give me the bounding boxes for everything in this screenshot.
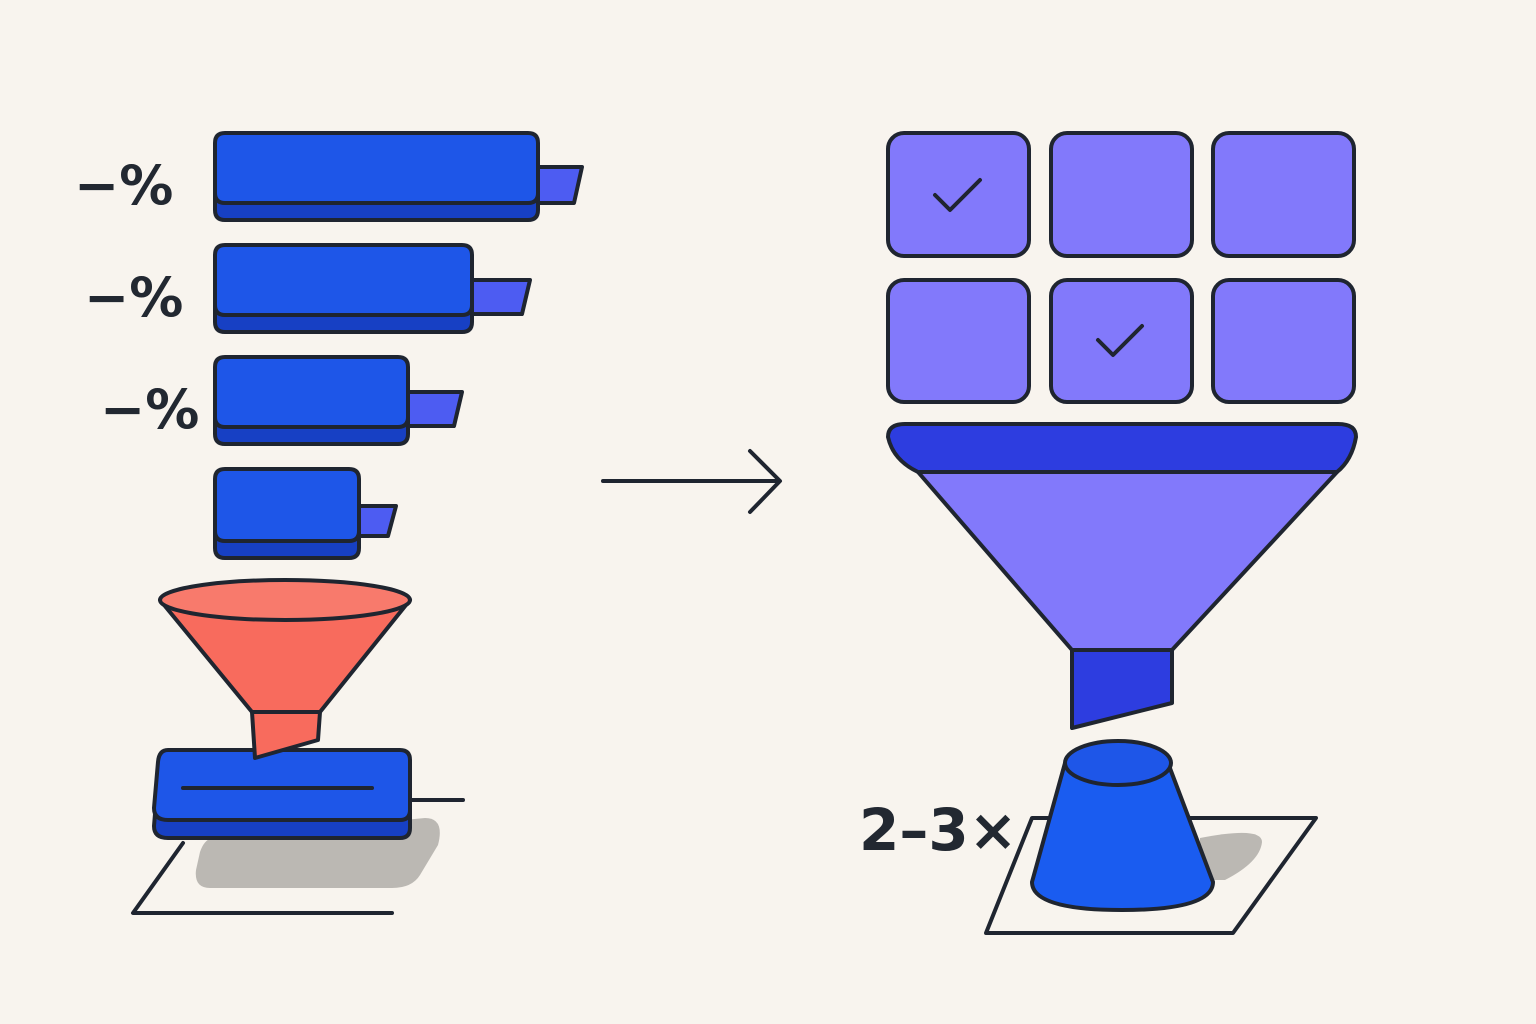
shrinking-bar-3 — [213, 355, 464, 446]
grid-cell-r1c3 — [1211, 131, 1356, 258]
bar-4-tab — [353, 504, 398, 538]
left-ground-plate — [131, 841, 394, 915]
grid-cell-r2c2 — [1049, 278, 1194, 404]
funnel-band — [886, 422, 1358, 474]
grid-cell-r2c1 — [886, 278, 1031, 404]
grid-cell-r1c1 — [886, 131, 1031, 258]
bar-4-face — [213, 467, 361, 543]
grid-cell-r1c2 — [1049, 131, 1194, 258]
left-output-bar — [152, 748, 412, 840]
bar-1-face — [213, 131, 540, 205]
shrinking-bar-1 — [213, 131, 584, 222]
bar-3-label: −% — [100, 378, 199, 441]
multiplier-label: 2–3× — [859, 796, 1017, 864]
small-funnel-icon — [158, 578, 412, 760]
bar-1-label: −% — [74, 154, 173, 217]
check-icon — [1096, 324, 1144, 357]
bar-2-tab — [468, 278, 532, 316]
cup-body — [1030, 761, 1215, 912]
grid-cell-r2c3 — [1211, 278, 1356, 404]
shrinking-bar-2 — [213, 243, 532, 334]
bar-2-label: −% — [84, 266, 183, 329]
bar-3-tab — [403, 390, 464, 428]
shrinking-bar-4 — [213, 467, 398, 560]
large-funnel-icon — [886, 422, 1358, 730]
selection-grid — [886, 131, 1356, 404]
right-ground-shadow — [1200, 832, 1262, 880]
output-cup — [1030, 739, 1215, 912]
output-bar-face — [152, 748, 412, 822]
funnel-spout — [1070, 648, 1174, 730]
cup-top — [1063, 739, 1173, 787]
funnel-body — [916, 470, 1339, 652]
bar-3-face — [213, 355, 410, 429]
left-panel: −% −% −% — [74, 131, 584, 915]
bar-2-face — [213, 243, 474, 317]
right-panel: 2–3× — [859, 131, 1358, 935]
check-icon — [933, 178, 982, 212]
arrow-right-icon — [601, 449, 782, 514]
